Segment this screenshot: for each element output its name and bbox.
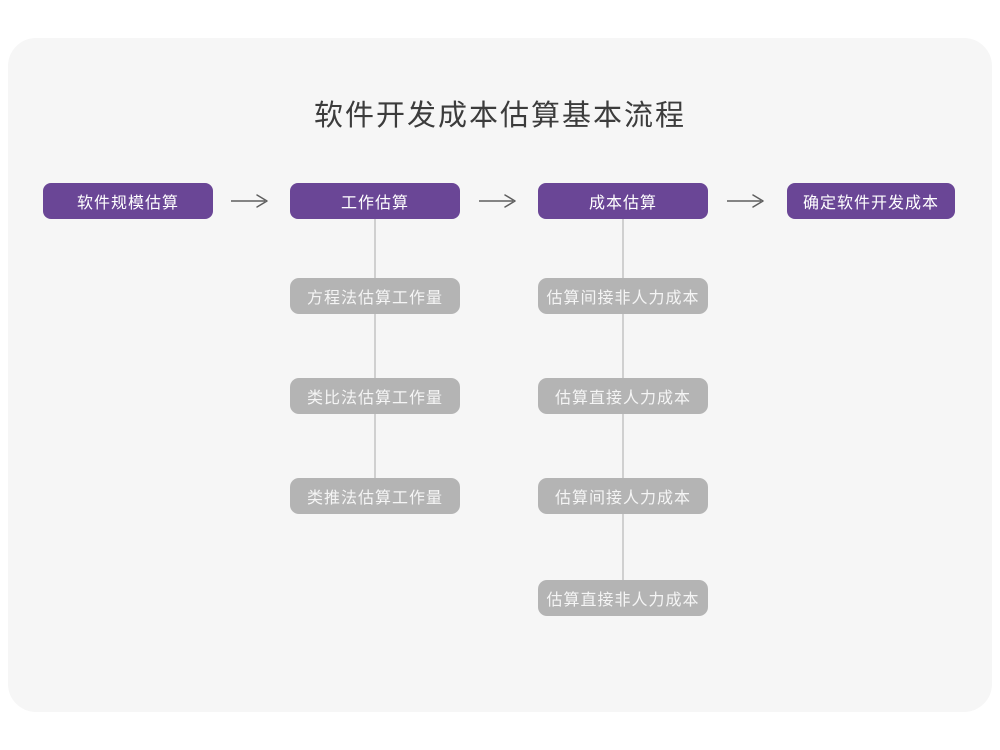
sub-node-equation-method: 方程法估算工作量 xyxy=(290,278,460,314)
arrow-right-icon xyxy=(726,193,766,209)
diagram-title: 软件开发成本估算基本流程 xyxy=(313,100,686,132)
arrow-right-icon xyxy=(478,193,518,209)
sub-node-analogy-method: 类比法估算工作量 xyxy=(290,378,460,414)
sub-node-indirect-nonlabor-cost: 估算间接非人力成本 xyxy=(538,278,708,314)
sub-node-direct-labor-cost: 估算直接人力成本 xyxy=(538,378,708,414)
stage-node-work-estimation: 工作估算 xyxy=(290,183,460,219)
stage-node-determine-development-cost: 确定软件开发成本 xyxy=(787,183,955,219)
diagram-card xyxy=(8,38,992,712)
sub-node-indirect-labor-cost: 估算间接人力成本 xyxy=(538,478,708,514)
sub-node-direct-nonlabor-cost: 估算直接非人力成本 xyxy=(538,580,708,616)
stage-node-cost-estimation: 成本估算 xyxy=(538,183,708,219)
stage-node-software-size-estimation: 软件规模估算 xyxy=(43,183,213,219)
sub-node-extrapolation-method: 类推法估算工作量 xyxy=(290,478,460,514)
connector-line-work-estimation xyxy=(374,219,376,478)
arrow-right-icon xyxy=(230,193,270,209)
